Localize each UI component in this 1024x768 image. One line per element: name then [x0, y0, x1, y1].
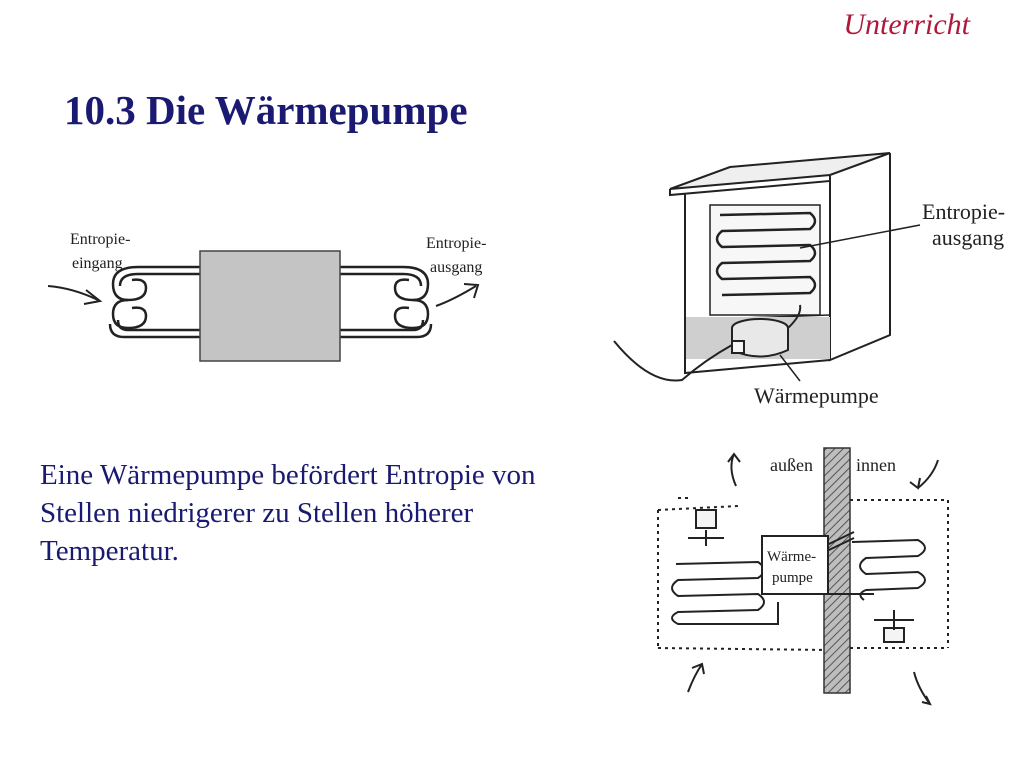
- label-entropy-in-1: Entropie-: [70, 231, 130, 248]
- pump-box: [761, 535, 829, 595]
- coil-left: [108, 265, 200, 339]
- label-entropy-in-2: eingang: [72, 255, 123, 272]
- coil-right: [340, 265, 433, 339]
- label-entropy-out-2: ausgang: [430, 259, 482, 276]
- pump-pointer-line: [779, 354, 801, 382]
- label-inside: innen: [856, 455, 896, 475]
- wall: [823, 447, 851, 694]
- airflow-arrow-icons: [687, 452, 939, 706]
- fridge-label-entropy-2: ausgang: [932, 225, 1004, 250]
- compressor-icon: [731, 304, 802, 358]
- condenser-coil: [709, 204, 821, 316]
- label-pointer-line: [799, 224, 921, 249]
- pump-label-2: pumpe: [772, 570, 813, 586]
- power-cable: [613, 340, 733, 382]
- slide-title: 10.3 Die Wärmepumpe: [64, 87, 468, 133]
- body-paragraph: Eine Wärmepumpe befördert Entropie von S…: [40, 459, 536, 567]
- wall-heat-pump-diagram: außen innen Wärme- pumpe: [657, 447, 949, 706]
- fridge-label-pump: Wärmepumpe: [754, 383, 879, 408]
- arrow-in-icon: [47, 285, 103, 305]
- heat-pump-schematic: Entropie- eingang Entropie- ausgang: [47, 231, 486, 362]
- pump-label-1: Wärme-: [767, 549, 816, 565]
- label-outside: außen: [770, 455, 813, 475]
- fridge-label-entropy-1: Entropie-: [922, 199, 1005, 224]
- label-entropy-out-1: Entropie-: [426, 235, 486, 252]
- arrow-out-icon: [435, 283, 480, 307]
- refrigerator-sketch: Entropie- ausgang Wärmepumpe: [613, 152, 1005, 408]
- heat-pump-box: [199, 250, 341, 362]
- indoor-unit: [850, 499, 949, 649]
- section-tag: Unterricht: [843, 8, 970, 41]
